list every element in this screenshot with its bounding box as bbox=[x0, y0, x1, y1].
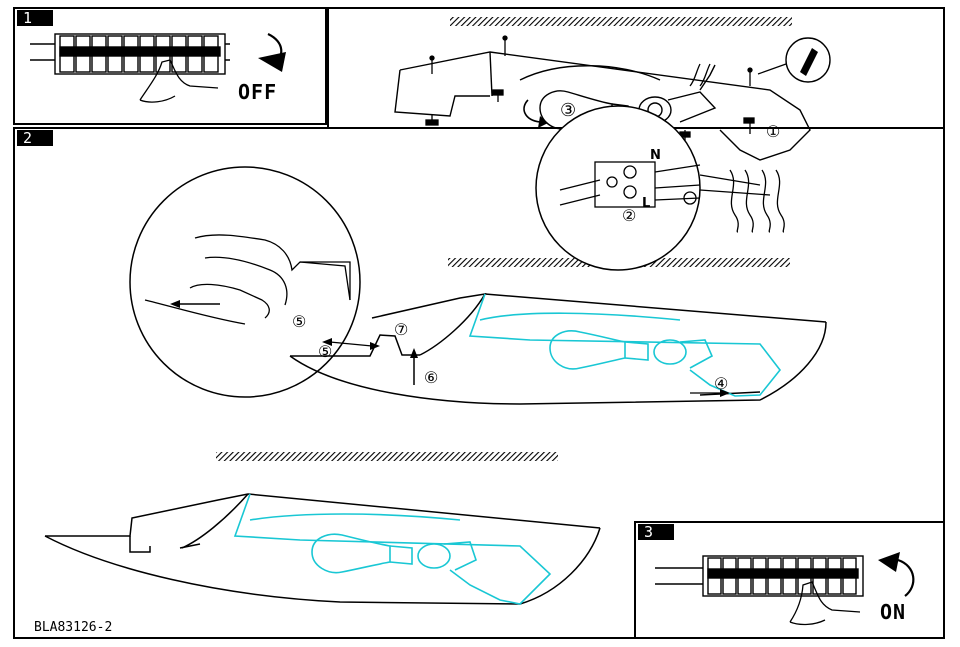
wall-plug-pointer bbox=[757, 63, 787, 75]
hand-on-icon bbox=[789, 581, 861, 626]
callout-5: ⑤ bbox=[318, 342, 333, 361]
arrow-head-left-detail bbox=[170, 300, 180, 308]
panel-2-label: 2 bbox=[17, 130, 53, 146]
breaker-panel-on bbox=[655, 555, 864, 597]
panel-3-label: 3 bbox=[638, 524, 674, 540]
wire-label-live: L bbox=[642, 196, 651, 211]
shade-bottom bbox=[44, 493, 601, 605]
wall-plug-icon bbox=[800, 48, 818, 76]
panel-2-top-frame bbox=[327, 7, 945, 128]
ceiling-hatch-top bbox=[450, 17, 792, 26]
callout-7: ⑦ bbox=[394, 320, 409, 339]
wires bbox=[699, 169, 785, 233]
callout-5-detail: ⑤ bbox=[292, 312, 307, 331]
hand-icon bbox=[139, 59, 219, 103]
callout-6: ⑥ bbox=[424, 368, 439, 387]
arrow-head-on bbox=[878, 552, 900, 572]
hand-snap-icon bbox=[144, 234, 351, 325]
mounting-plate bbox=[394, 51, 811, 161]
callout-3: ③ bbox=[560, 100, 577, 121]
cable bbox=[689, 63, 711, 87]
callout-4: ④ bbox=[714, 374, 729, 393]
arrow-head-double-right bbox=[370, 342, 380, 350]
panel-2-frame bbox=[13, 127, 945, 639]
arrow-up-icon bbox=[897, 558, 915, 597]
arrow-head-double-left bbox=[322, 338, 332, 346]
arrow-head-bulb bbox=[538, 116, 548, 128]
panel-1-frame bbox=[13, 7, 327, 125]
off-label: OFF bbox=[238, 80, 278, 104]
panel-1-label: 1 bbox=[17, 10, 53, 26]
arrow-head-right-4 bbox=[720, 389, 730, 397]
screws bbox=[425, 35, 755, 144]
arrow-head-off bbox=[258, 52, 286, 72]
snap-detail bbox=[129, 166, 361, 398]
arrow-push-double bbox=[329, 341, 373, 347]
on-label: ON bbox=[880, 600, 907, 624]
callout-1: ① bbox=[766, 122, 781, 141]
product-code: BLA83126-2 bbox=[34, 620, 113, 635]
lamp-body-middle bbox=[468, 293, 782, 397]
rotate-arrow-icon bbox=[523, 99, 541, 123]
wiring-detail bbox=[535, 105, 701, 271]
breaker-panel-off bbox=[30, 33, 230, 75]
arrow-head-up bbox=[410, 348, 418, 358]
ceiling-hatch-bottom bbox=[216, 452, 558, 461]
terminal-block bbox=[559, 161, 701, 208]
callout-2: ② bbox=[622, 206, 637, 225]
wire-label-neutral: N bbox=[650, 148, 661, 163]
lamp-body-bottom bbox=[233, 493, 552, 605]
